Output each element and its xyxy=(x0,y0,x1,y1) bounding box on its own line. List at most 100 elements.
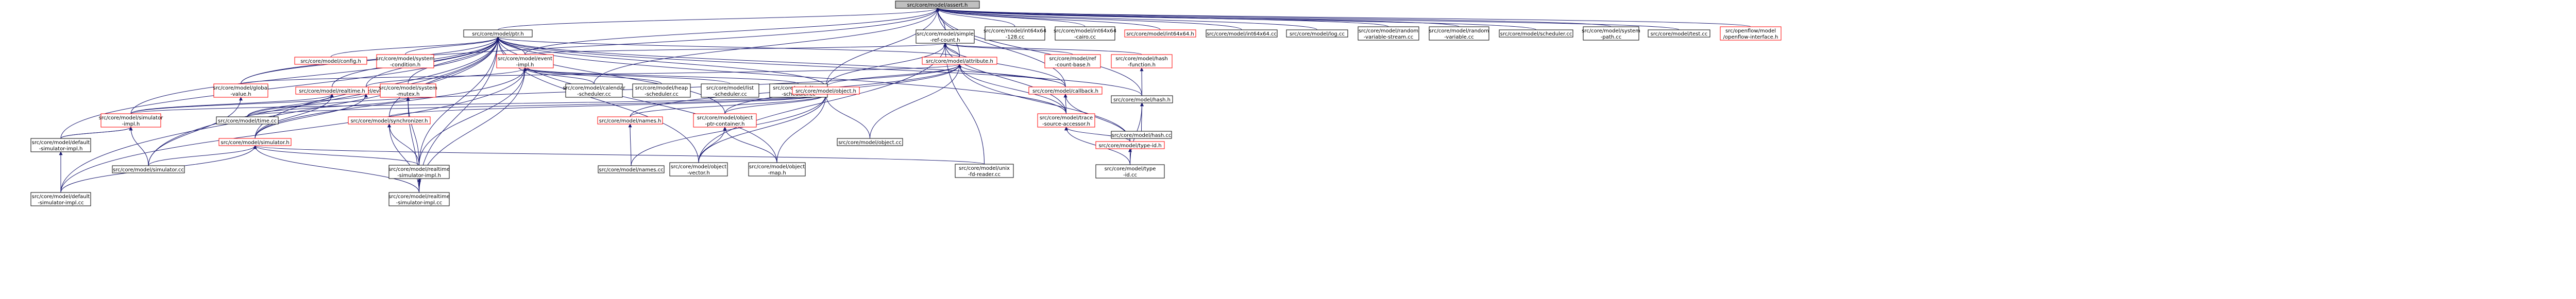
edge-calendar_sched-to-assert xyxy=(594,8,939,84)
node-int64x64-128[interactable]: src/core/model/int64x64-128.cc xyxy=(984,26,1046,41)
node-type-id-cc[interactable]: src/core/model/type-id.cc xyxy=(1095,164,1165,179)
node-box xyxy=(1028,86,1103,95)
node-list-sched[interactable]: src/core/model/list-scheduler.cc xyxy=(701,83,759,98)
node-openflow[interactable]: src/openflow/model/openflow-interface.h xyxy=(1720,26,1782,41)
node-assert[interactable]: src/core/model/assert.h xyxy=(895,1,980,9)
edge-ref_count_base-to-simple_ref xyxy=(943,43,1073,55)
node-global-value[interactable]: src/core/model/global-value.h xyxy=(213,83,269,98)
node-int64x64-cairo[interactable]: src/core/model/int64x64-cairo.cc xyxy=(1054,26,1116,41)
node-int64x64-cc[interactable]: src/core/model/int64x64.cc xyxy=(1206,29,1278,38)
node-label: src/core/model/ptr.h xyxy=(472,31,523,37)
node-box xyxy=(598,165,665,173)
node-box xyxy=(895,1,980,9)
node-label: src/core/model/object xyxy=(749,164,805,170)
node-simulator-cc[interactable]: src/core/model/simulator.cc xyxy=(112,165,185,173)
edge-type_id_h-to-attribute_h xyxy=(958,64,1130,142)
node-type-id-h[interactable]: src/core/model/type-id.h xyxy=(1095,141,1165,149)
node-object-cc[interactable]: src/core/model/object.cc xyxy=(837,138,903,146)
node-names-h[interactable]: src/core/model/names.h xyxy=(597,116,663,125)
node-sys-cond[interactable]: src/core/model/system-condition.h xyxy=(376,54,435,68)
node-obj-vector[interactable]: src/core/model/object-vector.h xyxy=(669,162,728,177)
edge-obj_map-to-object_h xyxy=(776,94,828,163)
node-box xyxy=(1055,26,1115,41)
node-label: -impl.h xyxy=(122,121,140,127)
node-attribute-h[interactable]: src/core/model/attribute.h xyxy=(922,57,997,65)
node-box xyxy=(1111,95,1173,103)
node-label: src/core/model/type xyxy=(1105,166,1156,172)
node-scheduler-cc[interactable]: src/core/model/scheduler.cc xyxy=(1499,29,1573,38)
node-int64x64-h[interactable]: src/core/model/int64x64.h xyxy=(1124,29,1196,38)
node-label: src/core/model/list xyxy=(706,85,754,91)
edge-calendar_sched-to-event_impl xyxy=(523,67,595,84)
node-rand-var[interactable]: src/core/model/random-variable.cc xyxy=(1429,26,1489,41)
node-label: src/core/model/config.h xyxy=(300,59,361,64)
edge-names_h-to-object_h xyxy=(630,94,828,117)
node-simulator-h[interactable]: src/core/model/simulator.h xyxy=(218,138,292,146)
node-box xyxy=(693,113,757,128)
edge-obj_vector-to-obj_ptr_container xyxy=(698,127,727,163)
node-sim-impl[interactable]: src/core/model/simulator-impl.h xyxy=(99,113,164,128)
node-ptr[interactable]: src/core/model/ptr.h xyxy=(463,29,533,38)
node-realtime-h[interactable]: src/core/model/realtime.h xyxy=(295,86,369,95)
node-hash-function[interactable]: src/core/model/hash-function.h xyxy=(1111,54,1173,68)
node-obj-ptr-container[interactable]: src/core/model/object-ptr-container.h xyxy=(693,113,757,128)
node-rt-sim-h[interactable]: src/core/model/realtime-simulator-impl.h xyxy=(388,165,450,179)
node-label: src/core/model/system xyxy=(379,85,437,91)
edge-int64x64_cc-to-assert xyxy=(936,8,1242,30)
node-label: src/core/model/attribute.h xyxy=(926,59,993,64)
edge-object_h-to-attribute_h xyxy=(825,64,961,87)
node-default-sim-h[interactable]: src/core/model/default-simulator-impl.h xyxy=(30,138,91,152)
node-hash-cc[interactable]: src/core/model/hash.cc xyxy=(1111,131,1172,139)
node-hash-h[interactable]: src/core/model/hash.h xyxy=(1111,95,1173,103)
node-box xyxy=(218,138,292,146)
node-sys-mutex[interactable]: src/core/model/system-mutex.h xyxy=(379,83,437,98)
node-heap-sched[interactable]: src/core/model/heap-scheduler.cc xyxy=(632,83,691,98)
edge-type_id_h-to-trace_source xyxy=(1064,127,1130,142)
node-default-sim-cc[interactable]: src/core/model/default-simulator-impl.cc xyxy=(30,192,91,206)
node-system-path[interactable]: src/core/model/system-path.cc xyxy=(1582,26,1640,41)
node-simple-ref[interactable]: src/core/model/simple-ref-count.h xyxy=(916,29,975,44)
node-label: src/core/model/simulator.h xyxy=(221,140,289,146)
node-label: src/core/model/log.cc xyxy=(1290,31,1345,37)
node-test-cc[interactable]: src/core/model/test.cc xyxy=(1648,29,1710,38)
edge-object_h-to-assert xyxy=(825,8,939,87)
edge-map_sched-to-event_impl xyxy=(523,67,799,84)
node-label: src/core/model/object.cc xyxy=(838,140,902,146)
node-box xyxy=(1124,29,1196,38)
node-synchronizer[interactable]: src/core/model/synchronizer.h xyxy=(348,116,431,125)
node-rt-sim-cc[interactable]: src/core/model/realtime-simulator-impl.c… xyxy=(388,192,450,206)
node-label: src/core/model/random xyxy=(1359,28,1418,34)
node-label: -count-base.h xyxy=(1055,62,1091,68)
node-box xyxy=(748,162,806,177)
node-label: -source-accessor.h xyxy=(1042,121,1090,127)
node-calendar-sched[interactable]: src/core/model/calendar-scheduler.cc xyxy=(563,83,626,98)
node-ref-count-base[interactable]: src/core/model/ref-count-base.h xyxy=(1044,54,1101,68)
node-box xyxy=(30,138,91,152)
node-log-cc[interactable]: src/core/model/log.cc xyxy=(1286,29,1348,38)
node-time-cc[interactable]: src/core/model/time.cc xyxy=(216,116,279,125)
edge-simulator_h-to-realtime_h xyxy=(255,94,334,139)
node-trace-source[interactable]: src/core/model/trace-source-accessor.h xyxy=(1037,113,1095,128)
node-box xyxy=(1206,29,1278,38)
node-box xyxy=(916,29,975,44)
node-obj-map[interactable]: src/core/model/object-map.h xyxy=(748,162,806,177)
edge-hash_h-to-ptr xyxy=(496,37,1142,96)
node-label: src/core/model/realtime xyxy=(388,167,450,172)
node-callback-h[interactable]: src/core/model/callback.h xyxy=(1028,86,1103,95)
edge-obj_vector-to-object_h xyxy=(698,94,828,163)
node-config-h[interactable]: src/core/model/config.h xyxy=(294,57,367,65)
edge-sys_cond-to-ptr xyxy=(405,37,500,55)
edge-sim_impl-to-event_id xyxy=(130,94,368,114)
edge-callback_h-to-simple_ref xyxy=(943,43,1066,87)
node-label: -simulator-impl.cc xyxy=(38,200,84,206)
node-box xyxy=(1499,29,1573,38)
node-fd-reader[interactable]: src/core/model/unix-fd-reader.cc xyxy=(955,164,1014,178)
node-box xyxy=(1358,26,1419,41)
edge-event_impl-to-assert xyxy=(524,8,939,55)
node-box xyxy=(380,83,436,98)
node-object-h[interactable]: src/core/model/object.h xyxy=(792,86,860,95)
edge-rt_sim_h-to-synchronizer xyxy=(387,124,419,166)
node-names-cc[interactable]: src/core/model/names.cc xyxy=(598,165,665,173)
node-event-impl[interactable]: src/core/model/event-impl.h xyxy=(496,54,554,68)
node-rand-stream[interactable]: src/core/model/random-variable-stream.cc xyxy=(1358,26,1419,41)
